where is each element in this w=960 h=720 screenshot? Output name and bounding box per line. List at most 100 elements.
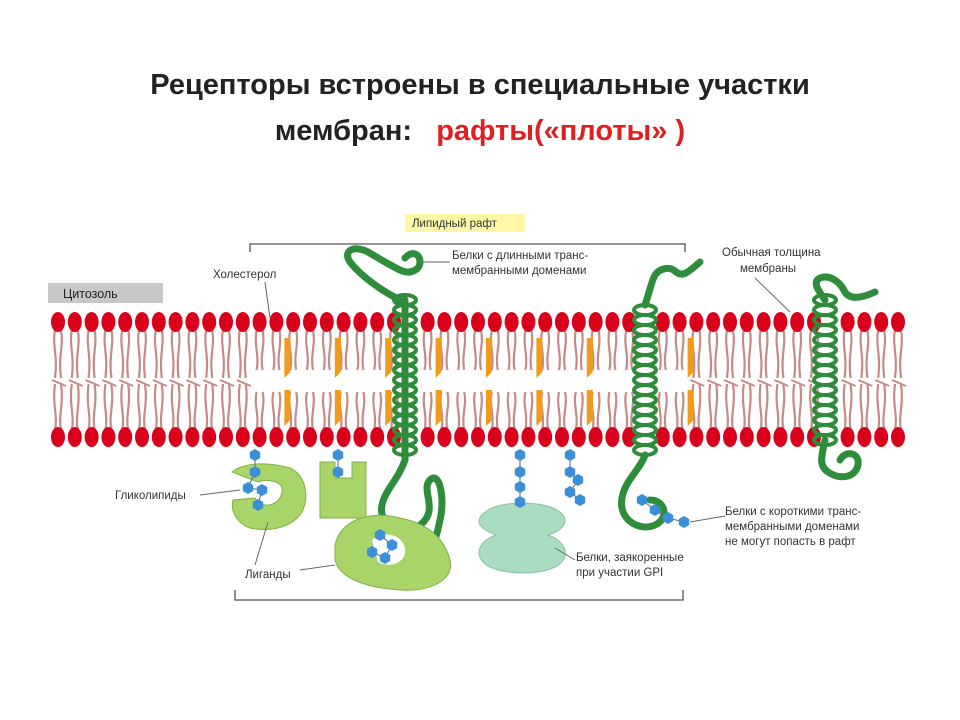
lipid-tail xyxy=(271,329,276,371)
lipid-head xyxy=(353,427,368,447)
lipid-tail xyxy=(210,329,215,379)
lipid-head xyxy=(672,312,687,332)
lipid-tail xyxy=(378,329,383,371)
lipid-head xyxy=(235,312,250,332)
lipid-head xyxy=(655,312,670,332)
lipid-tail xyxy=(126,383,131,431)
lipid-tail xyxy=(579,391,584,431)
lipid-tail xyxy=(75,383,80,431)
sugar-unit xyxy=(249,466,261,478)
lipid-head xyxy=(269,312,284,332)
sugar-unit xyxy=(332,449,344,461)
lipid-tail xyxy=(187,329,192,379)
lipid-head xyxy=(269,427,284,447)
lipid-tail xyxy=(355,329,360,371)
short-tm-label-line-2: мембранными доменами xyxy=(725,521,859,533)
title-line-2-prefix: мембран: xyxy=(274,115,413,147)
lipid-tail xyxy=(798,329,803,379)
lipid-tail xyxy=(848,329,853,379)
sugar-unit xyxy=(514,481,526,493)
lipid-tail xyxy=(506,329,511,371)
lipid-head xyxy=(891,312,905,332)
lipid-tail xyxy=(187,383,192,431)
lipid-head xyxy=(706,312,721,332)
lipid-tail xyxy=(344,391,349,431)
lipid-tail xyxy=(792,329,797,379)
lipid-tail xyxy=(69,383,74,431)
lipid-tail xyxy=(523,329,528,371)
sugar-unit xyxy=(574,494,586,506)
lipid-head xyxy=(471,312,485,332)
lipid-head xyxy=(420,312,435,332)
lipid-head xyxy=(118,312,133,332)
lipid-head xyxy=(118,427,133,447)
lipid-head xyxy=(487,427,502,447)
lipid-head xyxy=(151,312,166,332)
cholesterol xyxy=(486,338,492,378)
lipid-tail xyxy=(613,391,618,431)
lipid-tail xyxy=(893,329,897,379)
sugar-unit xyxy=(514,449,526,461)
lipid-head xyxy=(622,312,637,332)
lipid-tail xyxy=(473,329,477,371)
lipid-head xyxy=(67,427,82,447)
long-tm-helix-1 xyxy=(392,293,418,457)
lipid-tail xyxy=(714,383,719,431)
lipid-tail xyxy=(725,329,729,379)
lipid-tail xyxy=(126,329,131,379)
lipid-tail xyxy=(311,329,315,371)
lipid-tails xyxy=(51,329,907,431)
lipid-tail xyxy=(137,329,141,379)
lipid-tail xyxy=(462,391,467,431)
cholesterol xyxy=(385,390,392,426)
lipid-tail xyxy=(731,383,735,431)
lipid-tail-kink xyxy=(891,379,907,387)
lipid-tail xyxy=(305,329,309,371)
lipid-tail xyxy=(243,383,248,431)
lipid-tail xyxy=(775,383,780,431)
lipid-tail-kink xyxy=(118,379,134,387)
lipid-tail xyxy=(624,329,629,371)
slide-title: Рецепторы встроены в специальные участки… xyxy=(0,62,960,154)
lipid-head xyxy=(84,427,99,447)
lipid-tail xyxy=(305,391,309,431)
lipid-head xyxy=(252,427,267,447)
lipid-tail xyxy=(372,391,377,431)
lipid-tail xyxy=(848,383,853,431)
lipid-tail xyxy=(327,329,332,371)
cholesterol xyxy=(334,390,341,426)
long-tm-label-line-2: мембранными доменами xyxy=(452,265,586,277)
lipid-tail xyxy=(422,329,427,371)
lipid-head xyxy=(857,427,872,447)
title-line-1: Рецепторы встроены в специальные участки xyxy=(150,69,810,101)
cholesterol xyxy=(687,338,694,378)
title-line-2: мембран: рафты(«плоты» ) xyxy=(0,108,960,154)
lipid-tail xyxy=(321,329,326,371)
sugar-unit xyxy=(366,546,378,558)
lipid-tail xyxy=(462,329,467,371)
lipid-tail xyxy=(680,329,685,371)
lipid-tail xyxy=(865,383,870,431)
lipid-tail xyxy=(204,329,209,379)
lipid-tail xyxy=(708,383,713,431)
lipid-tail xyxy=(809,329,813,379)
lipid-head xyxy=(370,312,385,332)
lipid-head xyxy=(723,312,737,332)
sugar-unit xyxy=(242,482,254,494)
lipid-head xyxy=(857,312,872,332)
lipid-tail xyxy=(663,329,668,371)
lipid-tail-kink xyxy=(790,379,806,387)
lipid-tail-kink xyxy=(858,379,873,387)
lipid-head xyxy=(336,312,351,332)
lipid-head xyxy=(504,427,519,447)
lipid-tail xyxy=(708,329,713,379)
cholesterol xyxy=(536,390,543,426)
lipid-tail xyxy=(747,329,752,379)
lipid-tail xyxy=(153,383,158,431)
lipid-tail xyxy=(120,383,125,431)
lipid-head xyxy=(437,427,452,447)
lipid-head xyxy=(773,312,788,332)
lipid-tail xyxy=(809,383,813,431)
sugar-unit xyxy=(564,486,576,498)
